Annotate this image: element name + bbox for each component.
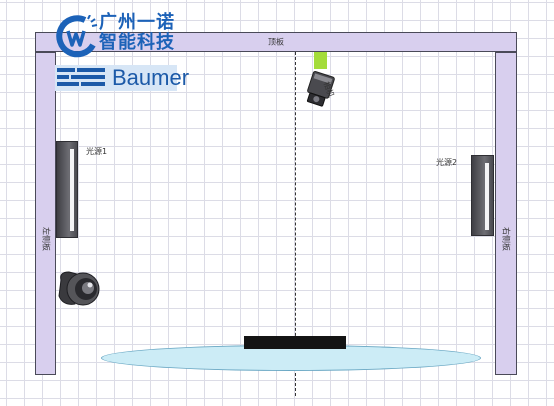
right-side-plate: 右侧板	[495, 52, 517, 375]
light-source-1-tube	[70, 149, 74, 231]
light-source-1	[56, 141, 78, 238]
light-source-2-label: 光源2	[436, 158, 458, 167]
camera-icon	[300, 66, 342, 110]
logo-bars-icon	[57, 68, 105, 86]
left-plate-label: 左侧板	[41, 227, 50, 252]
logo-emblem-icon	[56, 15, 98, 58]
right-plate-label: 右侧板	[501, 227, 511, 252]
camera-mount	[314, 52, 327, 69]
left-side-plate: 左侧板	[35, 52, 56, 375]
light-source-2	[471, 155, 494, 236]
logo-en-band: Baumer	[55, 65, 189, 91]
workpiece-platform	[244, 336, 346, 349]
inspection-area-ellipse	[101, 345, 481, 371]
top-plate-label: 顶板	[268, 37, 284, 47]
top-plate: 顶板	[35, 32, 517, 52]
center-dashed-line	[295, 42, 296, 396]
lens-icon	[55, 268, 103, 310]
light-source-1-label: 光源1	[86, 147, 108, 156]
light-source-2-tube	[485, 163, 489, 230]
logo-cn-line1: 广州一诺	[99, 12, 175, 33]
company-logo: 广州一诺 智能科技 Baumer	[53, 12, 189, 93]
logo-en-text: Baumer	[112, 65, 190, 90]
logo-cn-line2: 智能科技	[99, 32, 175, 53]
